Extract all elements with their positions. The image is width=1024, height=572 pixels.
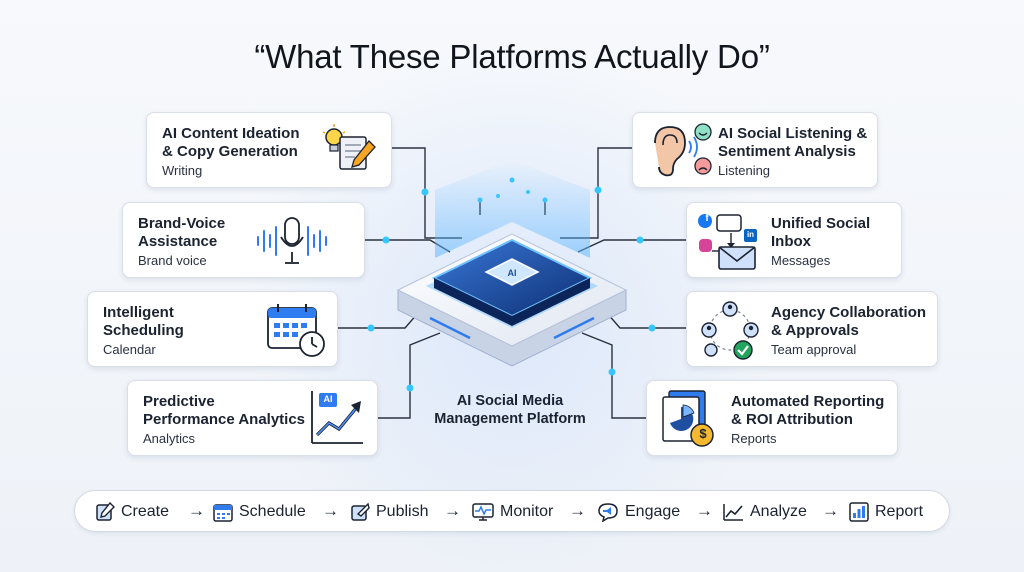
card-subtitle: Reports	[731, 431, 777, 446]
connector-dot	[594, 186, 602, 194]
card-title: & ROI Attribution	[731, 411, 853, 428]
dollar-badge: $	[699, 426, 707, 441]
ear-sentiment-icon	[654, 123, 712, 177]
workflow-arrow: →	[444, 501, 461, 520]
workflow-arrow: →	[822, 501, 839, 520]
connector-analytics	[378, 332, 441, 419]
card-title: Brand-Voice	[138, 215, 226, 232]
connector-dot	[608, 368, 616, 376]
card-automated-reporting[interactable]: $ Automated Reporting & ROI Attribution …	[646, 380, 898, 456]
workflow-arrow: →	[569, 501, 586, 520]
light-beam	[435, 160, 590, 258]
engage-icon	[598, 503, 618, 522]
card-agency-collaboration[interactable]: Agency Collaboration & Approvals Team ap…	[686, 291, 938, 367]
card-subtitle: Messages	[771, 253, 831, 268]
microphone-soundwave-icon	[257, 217, 327, 264]
card-title: & Copy Generation	[162, 143, 298, 160]
workflow-arrow: →	[322, 501, 339, 520]
connector-dot	[648, 324, 656, 332]
workflow-step-analyze[interactable]: Analyze	[722, 500, 807, 524]
workflow-arrow: →	[696, 501, 713, 520]
card-brand-voice[interactable]: Brand-Voice Assistance Brand voice	[122, 202, 365, 278]
connector-dot	[382, 236, 390, 244]
team-approval-icon	[701, 301, 759, 360]
workflow-step-label: Publish	[376, 503, 429, 520]
card-title: & Approvals	[771, 322, 859, 339]
ai-platform-graphic: AI	[396, 160, 628, 367]
analyze-icon	[723, 504, 743, 521]
connector-dot	[421, 188, 429, 196]
card-title: Automated Reporting	[731, 393, 885, 410]
card-content-ideation[interactable]: AI Content Ideation & Copy Generation Wr…	[146, 112, 392, 188]
card-unified-inbox[interactable]: f in Unified Social Inbox Messages	[686, 202, 902, 278]
calendar-clock-icon	[267, 304, 325, 357]
workflow-step-monitor[interactable]: Monitor	[472, 500, 553, 524]
connector-inbox	[577, 239, 686, 253]
card-title: Agency Collaboration	[771, 304, 927, 321]
linkedin-badge: in	[746, 230, 755, 239]
workflow-bar: Create → Schedule → Publish → Monitor → …	[74, 490, 950, 532]
card-title: Scheduling	[103, 322, 184, 339]
card-title: AI Content Ideation	[162, 125, 300, 142]
facebook-badge: f	[705, 213, 709, 224]
monitor-icon	[472, 503, 494, 521]
connector-reporting	[581, 332, 646, 419]
card-title: Intelligent	[103, 304, 174, 321]
card-title: Inbox	[771, 233, 811, 250]
connector-dot	[406, 384, 414, 392]
card-title: Sentiment Analysis	[718, 143, 856, 160]
connector-dot	[636, 236, 644, 244]
card-predictive-analytics[interactable]: Predictive Performance Analytics Analyti…	[127, 380, 378, 456]
workflow-step-label: Create	[121, 503, 170, 520]
card-title: Assistance	[138, 233, 218, 250]
workflow-step-engage[interactable]: Engage	[597, 500, 680, 524]
edit-icon	[96, 502, 115, 521]
report-icon	[849, 502, 869, 522]
platform-label-line1: AI Social Media	[456, 393, 564, 409]
connector-dot	[367, 324, 375, 332]
workflow-arrow: →	[188, 501, 205, 520]
card-subtitle: Analytics	[143, 431, 196, 446]
core-block-side	[434, 278, 590, 326]
workflow-step-label: Schedule	[239, 503, 306, 520]
trend-chart-icon	[311, 391, 363, 444]
workflow-step-create[interactable]: Create	[95, 500, 169, 524]
social-inbox-icon	[698, 214, 757, 270]
platform-label-line2: Management Platform	[434, 411, 586, 427]
workflow-step-label: Engage	[625, 503, 681, 520]
card-subtitle: Calendar	[103, 342, 156, 357]
platform-label: AI Social Media Management Platform	[420, 392, 600, 428]
page-title: “What These Platforms Actually Do”	[254, 38, 770, 75]
report-roi-icon	[662, 390, 714, 447]
ai-badge: AI	[323, 394, 333, 404]
workflow-step-label: Analyze	[750, 503, 807, 520]
workflow-step-schedule[interactable]: Schedule	[213, 500, 306, 524]
ai-chip	[484, 258, 540, 286]
publish-icon	[351, 502, 370, 521]
workflow-step-label: Monitor	[500, 503, 554, 520]
card-title: AI Social Listening &	[718, 125, 868, 142]
workflow-step-report[interactable]: Report	[849, 500, 923, 524]
ai-chip-label: AI	[508, 268, 517, 278]
card-subtitle: Team approval	[771, 342, 857, 357]
card-title: Predictive	[143, 393, 215, 410]
lightbulb-document-pencil-icon	[322, 124, 376, 170]
workflow-step-publish[interactable]: Publish	[350, 500, 428, 524]
card-subtitle: Listening	[718, 163, 771, 178]
calendar-icon	[213, 504, 233, 522]
card-subtitle: Brand voice	[138, 253, 207, 268]
card-subtitle: Writing	[162, 163, 203, 178]
card-scheduling[interactable]: Intelligent Scheduling Calendar	[87, 291, 338, 367]
card-title: Performance Analytics	[143, 411, 306, 428]
card-title: Unified Social	[771, 215, 871, 232]
workflow-step-label: Report	[875, 503, 924, 520]
card-social-listening[interactable]: AI Social Listening & Sentiment Analysis…	[632, 112, 878, 188]
